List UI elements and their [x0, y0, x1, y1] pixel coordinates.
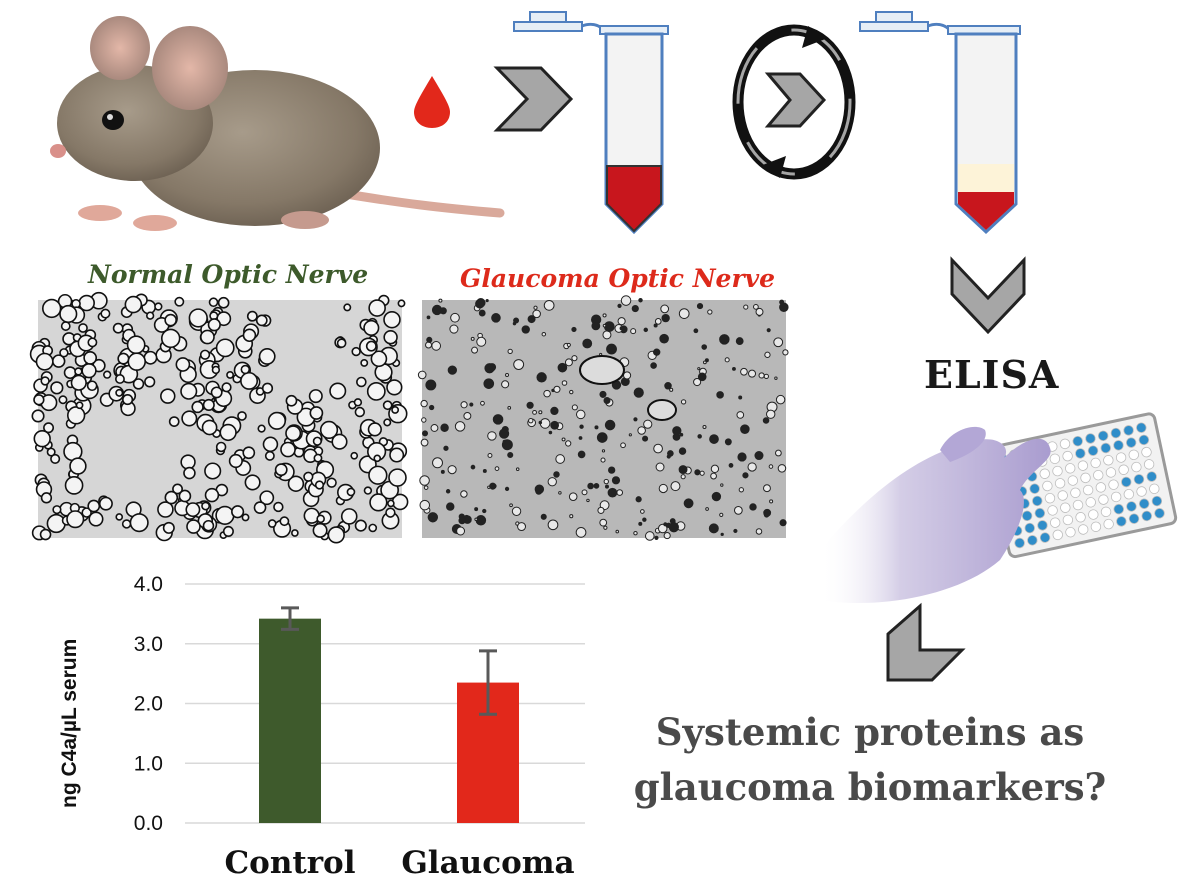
bar-control: [259, 618, 321, 823]
gloved-hand-plate-image: [820, 412, 1178, 604]
glaucoma-optic-nerve-label: Glaucoma Optic Nerve: [460, 264, 776, 293]
glaucoma-optic-nerve-micrograph: [417, 295, 789, 541]
y-tick-label: 4.0: [134, 573, 163, 596]
biomarker-question: Systemic proteins as glaucoma biomarkers…: [630, 705, 1110, 815]
centrifuge-cycle-icon: [732, 24, 856, 180]
normal-optic-nerve-label: Normal Optic Nerve: [88, 260, 369, 289]
chevron-down-icon: [950, 256, 1026, 335]
question-line-2: glaucoma biomarkers?: [633, 765, 1107, 809]
y-tick-label: 0.0: [134, 812, 163, 835]
chevron-right-icon: [493, 66, 574, 132]
tube-icon: [513, 11, 669, 235]
x-category-label: Glaucoma: [401, 845, 574, 881]
elisa-label: ELISA: [924, 352, 1060, 397]
y-tick-label: 3.0: [134, 633, 163, 656]
question-line-1: Systemic proteins as: [655, 710, 1085, 754]
y-tick-label: 1.0: [134, 752, 163, 775]
mouse-image: [50, 16, 505, 231]
tube-icon: [859, 11, 1021, 235]
x-category-label: Control: [225, 845, 356, 881]
y-tick-label: 2.0: [134, 693, 163, 716]
y-axis-label: ng C4a/µL serum: [58, 638, 81, 808]
normal-optic-nerve-micrograph: [29, 291, 409, 544]
blood-drop-icon: [414, 76, 450, 128]
chevron-down-left-icon: [886, 602, 966, 682]
